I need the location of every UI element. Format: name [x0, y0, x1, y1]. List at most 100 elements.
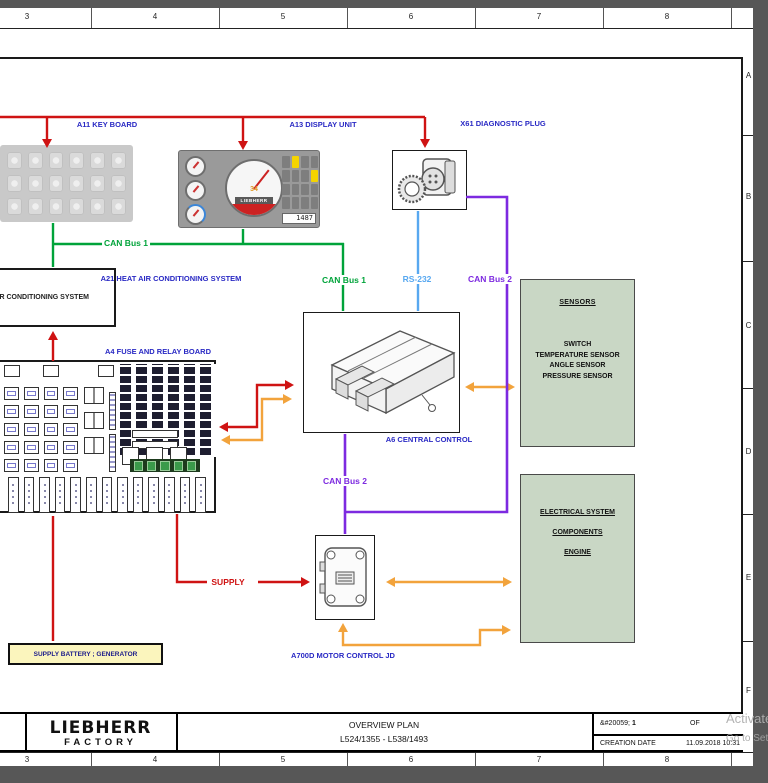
of-label: OF	[690, 720, 700, 727]
keyboard-key	[48, 175, 64, 192]
row-tick	[743, 135, 753, 136]
fuse	[43, 423, 59, 436]
titleblock-divider	[25, 714, 27, 750]
label-diagnostic-plug: X61 DIAGNOSTIC PLUG	[460, 119, 546, 128]
ac-box-label: HEAT - AIR CONDITIONING SYSTEM	[0, 294, 89, 301]
display-button-grid	[282, 156, 318, 209]
led	[173, 460, 183, 471]
display-button	[291, 169, 299, 182]
title-block: LIEBHERR FACTORY OVERVIEW PLAN L524/1355…	[0, 712, 743, 752]
motor-control-box	[315, 535, 375, 620]
fuse	[4, 423, 19, 436]
small-gauge	[185, 180, 206, 201]
keyboard-key	[69, 175, 85, 192]
row-letter: B	[745, 192, 752, 201]
diagnostic-plug-sketch	[397, 158, 456, 204]
row-letter: C	[745, 321, 752, 330]
fuse	[43, 441, 59, 454]
display-button	[282, 197, 290, 209]
factory-label: FACTORY	[64, 737, 137, 748]
label-ac-system: A21 HEAT AIR CONDITIONING SYSTEM	[100, 274, 242, 283]
sensor-item: TEMPERATURE SENSOR	[535, 351, 620, 359]
fuse	[43, 405, 59, 418]
keyboard-key	[27, 152, 43, 169]
relay-row	[8, 477, 206, 513]
keyboard-key	[90, 175, 106, 192]
relay-slot	[23, 477, 35, 513]
keyboard-key	[7, 198, 22, 215]
speedometer-gauge: 34 LIEBHERR	[225, 159, 283, 217]
ruler-divider	[347, 753, 348, 766]
sensor-item: SWITCH	[563, 341, 592, 348]
creation-date-value: 11.09.2018 10:31	[686, 740, 740, 747]
label-can-bus-2b: CAN Bus 2	[321, 476, 369, 486]
label-can-bus-1: CAN Bus 1	[102, 238, 150, 248]
keyboard-key	[48, 198, 64, 215]
drawing-border-top	[0, 57, 743, 59]
relay-slot	[148, 477, 160, 513]
relay-slot	[39, 477, 50, 513]
label-motor-control: A700D MOTOR CONTROL JD	[291, 651, 395, 660]
led	[186, 460, 197, 471]
sensors-box: SENSORS SWITCH TEMPERATURE SENSOR ANGLE …	[520, 279, 635, 447]
row-letter: F	[746, 686, 751, 695]
keyboard-key	[111, 198, 126, 215]
fuse	[63, 387, 78, 400]
ruler-number: 3	[24, 12, 30, 21]
relay-socket	[4, 365, 20, 377]
keyboard-key	[90, 152, 106, 169]
display-button	[282, 183, 290, 196]
led	[134, 460, 144, 471]
ruler-divider	[91, 753, 92, 766]
ruler-divider	[603, 753, 604, 766]
fuse	[63, 405, 78, 418]
keyboard-key	[111, 152, 126, 169]
label-can-bus-1b: CAN Bus 1	[320, 275, 368, 285]
label-central-control: A6 CENTRAL CONTROL	[385, 435, 473, 444]
ruler-divider	[603, 8, 604, 28]
row-letter: E	[745, 573, 752, 582]
row-tick	[743, 388, 753, 389]
fuse	[4, 441, 19, 454]
ruler-number: 8	[664, 12, 670, 21]
keyboard-key	[69, 198, 85, 215]
central-control-box	[303, 312, 460, 433]
ruler-divider	[475, 8, 476, 28]
creation-date-label: CREATION DATE	[600, 740, 656, 747]
titleblock-divider	[176, 714, 178, 750]
fuse	[23, 441, 39, 454]
titleblock-divider	[592, 714, 594, 750]
relay-socket	[43, 365, 59, 377]
row-tick	[743, 641, 753, 642]
relay-slot	[195, 477, 206, 513]
display-button	[291, 197, 299, 209]
ruler-bottom: 3 4 5 6 7 8	[0, 752, 753, 766]
activation-watermark-line1: Activate Windows	[726, 711, 768, 726]
electrical-line: COMPONENTS	[552, 529, 603, 536]
relay	[84, 387, 104, 404]
display-button-warning	[291, 156, 299, 168]
liebherr-logo: LIEBHERR	[49, 718, 152, 738]
label-can-bus-2: CAN Bus 2	[466, 274, 514, 284]
ac-system-box: HEAT - AIR CONDITIONING SYSTEM	[0, 268, 116, 327]
fuse-grid	[4, 387, 78, 472]
fuse-relay-board-drawing	[0, 360, 216, 513]
display-button	[301, 169, 309, 182]
relay-slot	[132, 477, 144, 513]
display-button	[291, 183, 299, 196]
row-letter: D	[745, 447, 752, 456]
diagnostic-plug-drawing	[392, 150, 467, 210]
keyboard-key	[27, 175, 43, 192]
activation-watermark-line2: Go to Settings to activate	[726, 733, 768, 744]
drawing-border-right	[741, 57, 743, 752]
keyboard-key	[7, 175, 22, 192]
motor-control-sketch	[319, 547, 367, 607]
display-button	[282, 156, 290, 168]
relay-slot	[101, 477, 113, 513]
relay-slot	[70, 477, 82, 513]
small-gauge-blue	[185, 204, 206, 225]
ruler-divider	[731, 753, 732, 766]
label-supply: SUPPLY	[209, 577, 247, 587]
led	[160, 460, 170, 471]
